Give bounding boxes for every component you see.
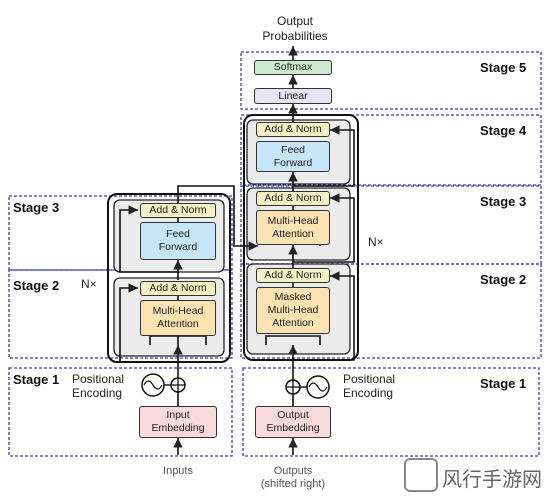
- decoder-mha-line2: Attention: [272, 227, 314, 240]
- input-embedding-line2: Embedding: [151, 422, 205, 434]
- masked-line3: Attention: [272, 317, 314, 329]
- stage1-right-frame: [242, 367, 540, 457]
- encoder-pe-line2: Encoding: [72, 386, 123, 400]
- title-line1: Output: [276, 14, 314, 28]
- stage3-left-label: Stage 3: [13, 200, 60, 215]
- decoder-mha-line1: Multi-Head: [267, 214, 319, 227]
- watermark-text: 风行手游网: [442, 467, 542, 491]
- decoder-positional-encoding: Positional Encoding: [343, 372, 395, 400]
- encoder-positional-encoding: Positional Encoding: [72, 372, 124, 400]
- output-probabilities-title: Output Probabilities: [250, 14, 340, 44]
- encoder-nx-label: N×: [81, 277, 97, 291]
- encoder-ff-line2: Forward: [158, 241, 198, 253]
- stage2-right-frame: [240, 263, 542, 359]
- stage5-label: Stage 5: [480, 60, 527, 75]
- decoder-masked-multi-head-attention: Masked Multi-Head Attention: [256, 287, 330, 334]
- decoder-pe-line2: Encoding: [343, 386, 394, 400]
- output-embedding-line2: Embedding: [266, 422, 320, 434]
- encoder-multi-head-attention: Multi-Head Attention: [140, 300, 216, 336]
- masked-line1: Masked: [274, 291, 312, 303]
- stage1-left-label: Stage 1: [13, 372, 60, 387]
- decoder-ff-line1: Feed: [281, 143, 305, 156]
- input-embedding: Input Embedding: [139, 406, 217, 438]
- outputs-label: Outputs (shifted right): [250, 465, 336, 491]
- masked-line2: Multi-Head: [267, 304, 319, 316]
- watermark-logo-icon: [404, 458, 438, 492]
- decoder-multi-head-attention: Multi-Head Attention: [256, 210, 330, 245]
- encoder-feed-forward: Feed Forward: [140, 222, 216, 260]
- stage5-frame: [240, 51, 542, 110]
- stage1-right-label: Stage 1: [480, 376, 527, 391]
- title-line2: Probabilities: [262, 29, 328, 43]
- softmax-box: Softmax: [254, 60, 332, 75]
- decoder-add-norm-bottom: Add & Norm: [256, 268, 330, 283]
- encoder-add-norm-top: Add & Norm: [140, 203, 216, 218]
- stage2-right-label: Stage 2: [480, 272, 527, 287]
- stage4-frame: [240, 114, 542, 186]
- stage4-label: Stage 4: [480, 123, 527, 138]
- stage3-left-frame: [8, 195, 233, 271]
- inputs-label: Inputs: [163, 465, 193, 477]
- stage1-left-frame: [8, 367, 233, 457]
- encoder-add-norm-bottom: Add & Norm: [140, 281, 216, 296]
- decoder-pe-line1: Positional: [343, 372, 396, 386]
- outputs-line2: (shifted right): [260, 478, 326, 490]
- outputs-line1: Outputs: [273, 465, 313, 477]
- decoder-ff-line2: Forward: [273, 156, 313, 169]
- stage2-left-label: Stage 2: [13, 278, 60, 293]
- encoder-mha-line2: Attention: [157, 318, 199, 330]
- linear-box: Linear: [254, 88, 332, 104]
- decoder-nx-label: N×: [368, 235, 384, 249]
- decoder-add-norm-mid: Add & Norm: [256, 191, 330, 206]
- decoder-add-norm-top: Add & Norm: [256, 122, 330, 137]
- encoder-mha-line1: Multi-Head: [152, 305, 204, 317]
- output-embedding: Output Embedding: [255, 406, 331, 438]
- encoder-ff-line1: Feed: [166, 228, 190, 240]
- decoder-feed-forward: Feed Forward: [256, 141, 330, 172]
- output-embedding-line1: Output: [277, 409, 309, 421]
- encoder-pe-line1: Positional: [72, 372, 125, 386]
- stage3-right-label: Stage 3: [480, 194, 527, 209]
- input-embedding-line1: Input: [166, 409, 190, 421]
